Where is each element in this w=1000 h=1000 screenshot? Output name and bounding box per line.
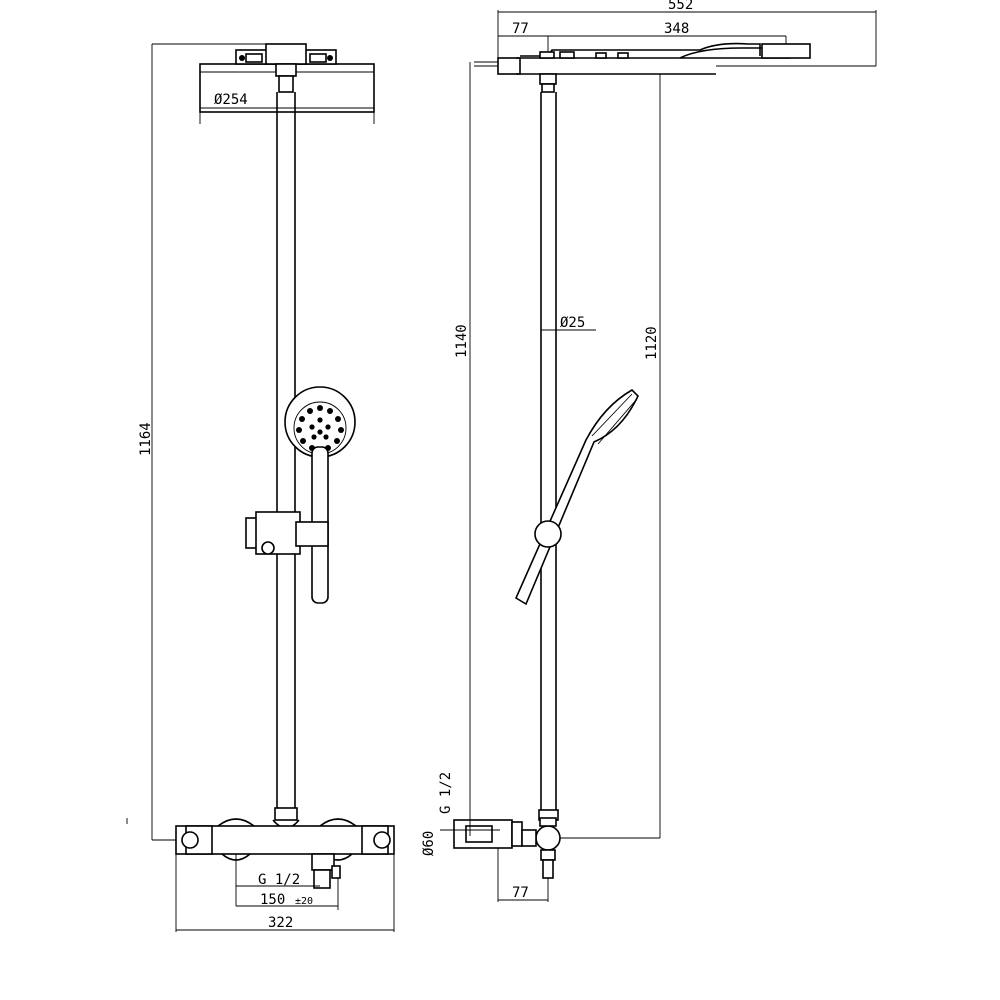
side-view: 552 77 348 1140 Ø25 [421,0,877,902]
overhead-shower-side [474,42,820,93]
dim-inlet-thread-label: G 1/2 [258,872,300,888]
front-view: Ø254 1164 G 1/2 150 ±20 322 [126,43,395,932]
dim-head-depth-label: 348 [664,21,689,37]
spray-nozzles [296,405,344,451]
dim-height-1164: 1164 [126,43,270,841]
dim-offset-top-label: 77 [512,21,529,37]
side-rail [538,92,559,821]
dim-inlet-spacing: 150 ±20 [236,878,339,910]
thermostatic-mixer [175,818,395,889]
dim-offset-bottom-label: 77 [512,885,529,901]
dim-side-inlet-thread-label: G 1/2 [438,772,454,814]
dim-inlet-spacing-label: 150 [260,892,285,908]
hand-shower [284,386,356,604]
dim-head-diameter: Ø254 [199,92,375,124]
dim-rail-diameter-label: Ø25 [560,315,585,331]
hand-shower-side [514,389,639,606]
dim-side-inlet-thread: G 1/2 [438,772,500,831]
dim-height-inner: 1120 [556,73,661,839]
dim-offset-bottom: 77 [497,848,549,902]
slider-holder [245,511,329,555]
dim-height-inner-label: 1120 [644,326,660,360]
dim-width-322: 322 [175,854,395,932]
dim-width-label: 322 [268,915,293,931]
dim-height-label: 1164 [138,422,154,456]
dim-height-outer: 1140 [454,62,471,836]
dim-head-depth: 348 [548,21,787,44]
dim-inlet-thread: G 1/2 [235,854,320,906]
dim-offset-top: 77 [498,21,549,52]
dim-mixer-diameter-label: Ø60 [421,831,437,856]
overhead-shower-head [199,43,375,113]
dim-total-reach: 552 [497,0,877,67]
dim-total-reach-label: 552 [668,0,693,13]
dim-height-outer-label: 1140 [454,324,470,358]
shower-rail [272,92,300,829]
dim-inlet-spacing-tolerance: ±20 [295,896,313,907]
dim-rail-diameter: Ø25 [540,315,596,334]
dim-head-diameter-label: Ø254 [214,92,248,108]
dim-mixer-diameter: Ø60 [421,831,437,856]
